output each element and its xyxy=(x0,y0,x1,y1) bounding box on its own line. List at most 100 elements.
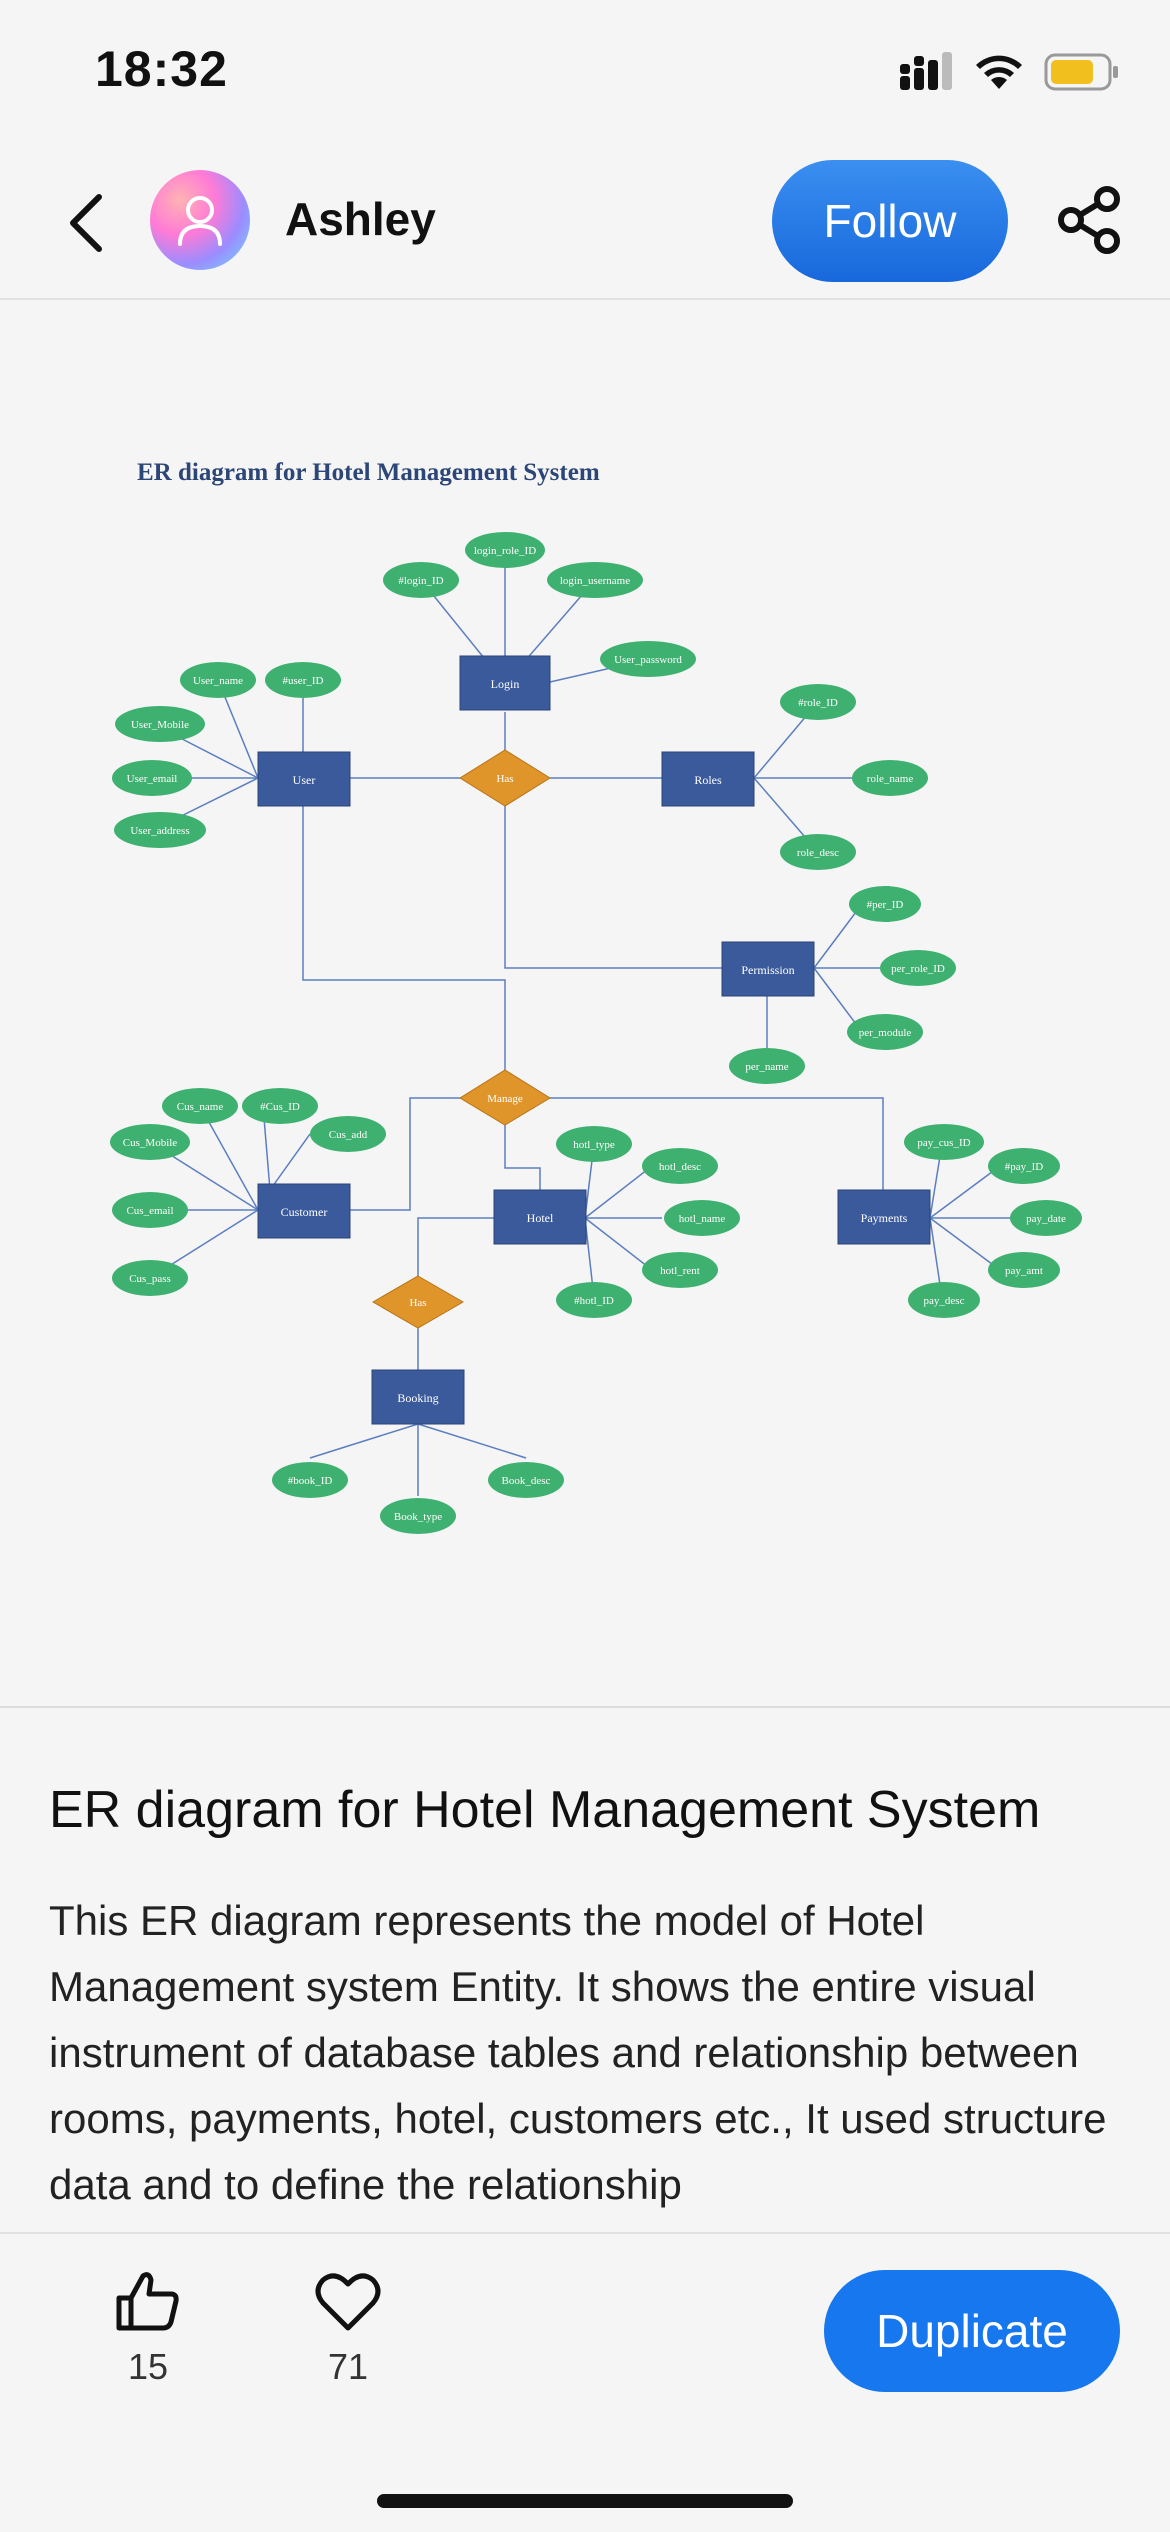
heart-icon xyxy=(315,2273,381,2331)
svg-text:Cus_name: Cus_name xyxy=(177,1101,224,1113)
share-icon xyxy=(1058,186,1120,254)
attr-login-role-id: login_role_ID xyxy=(465,532,545,568)
svg-text:User_address: User_address xyxy=(130,825,189,837)
svg-text:login_username: login_username xyxy=(560,575,630,587)
svg-text:Login: Login xyxy=(491,677,520,691)
attr-hotl-type: hotl_type xyxy=(556,1126,632,1162)
svg-text:Booking: Booking xyxy=(397,1391,438,1405)
attr-cus-pass: Cus_pass xyxy=(112,1260,188,1296)
attr-user-address: User_address xyxy=(114,812,206,848)
attr-user-id: #user_ID xyxy=(265,662,341,698)
entity-login: Login xyxy=(459,655,551,711)
avatar[interactable] xyxy=(150,170,250,270)
entity-roles: Roles xyxy=(661,751,755,807)
svg-text:Cus_Mobile: Cus_Mobile xyxy=(123,1137,178,1149)
er-diagram-image[interactable]: ER diagram for Hotel Management System xyxy=(0,302,1170,1708)
svg-text:Has: Has xyxy=(409,1297,426,1309)
entity-payments: Payments xyxy=(837,1189,931,1245)
svg-text:User_email: User_email xyxy=(127,773,178,785)
diagram-title: ER diagram for Hotel Management System xyxy=(137,459,600,486)
attr-pay-date: pay_date xyxy=(1010,1200,1082,1236)
svg-text:#pay_ID: #pay_ID xyxy=(1005,1161,1044,1173)
svg-text:User_name: User_name xyxy=(193,675,243,687)
follow-button[interactable]: Follow xyxy=(772,160,1008,282)
svg-text:Roles: Roles xyxy=(694,773,722,787)
home-indicator xyxy=(377,2494,793,2508)
attr-user-email: User_email xyxy=(112,760,192,796)
svg-text:User_Mobile: User_Mobile xyxy=(131,719,189,731)
attr-hotl-rent: hotl_rent xyxy=(642,1252,718,1288)
like-count: 15 xyxy=(127,2346,169,2387)
attr-book-type: Book_type xyxy=(380,1498,456,1534)
svg-text:hotl_desc: hotl_desc xyxy=(659,1161,701,1173)
svg-text:per_module: per_module xyxy=(859,1027,912,1039)
svg-text:Customer: Customer xyxy=(281,1205,328,1219)
username[interactable]: Ashley xyxy=(285,193,436,245)
attr-user-password: User_password xyxy=(600,641,696,677)
back-button[interactable] xyxy=(55,188,115,258)
svg-text:Book_type: Book_type xyxy=(394,1511,442,1523)
svg-text:#login_ID: #login_ID xyxy=(398,575,443,587)
svg-text:login_role_ID: login_role_ID xyxy=(474,545,536,557)
svg-text:User_password: User_password xyxy=(614,654,682,666)
status-icons xyxy=(898,52,1120,92)
duplicate-button[interactable]: Duplicate xyxy=(824,2270,1120,2392)
svg-text:#Cus_ID: #Cus_ID xyxy=(260,1101,300,1113)
svg-text:pay_date: pay_date xyxy=(1026,1213,1066,1225)
entity-user: User xyxy=(257,751,351,807)
attr-book-id: #book_ID xyxy=(272,1462,348,1498)
relationship-manage: Manage xyxy=(459,1069,551,1126)
attr-cus-add: Cus_add xyxy=(310,1116,386,1152)
svg-text:pay_amt: pay_amt xyxy=(1005,1265,1043,1277)
svg-text:per_role_ID: per_role_ID xyxy=(891,963,945,975)
svg-text:#book_ID: #book_ID xyxy=(288,1475,333,1487)
like-button[interactable]: 15 xyxy=(98,2270,198,2388)
svg-text:#role_ID: #role_ID xyxy=(798,697,838,709)
attr-user-name: User_name xyxy=(180,662,256,698)
attr-role-id: #role_ID xyxy=(780,684,856,720)
svg-text:Book_desc: Book_desc xyxy=(502,1475,551,1487)
attr-role-desc: role_desc xyxy=(780,834,856,870)
post-title: ER diagram for Hotel Management System xyxy=(49,1781,1041,1839)
attr-pay-amt: pay_amt xyxy=(988,1252,1060,1288)
share-button[interactable] xyxy=(1055,185,1125,255)
svg-text:Permission: Permission xyxy=(741,963,794,977)
profile-header: Ashley Follow xyxy=(0,150,1170,300)
er-diagram: ER diagram for Hotel Management System xyxy=(110,459,1082,1534)
svg-text:Has: Has xyxy=(496,773,513,785)
attr-pay-id: #pay_ID xyxy=(988,1148,1060,1184)
svg-text:User: User xyxy=(293,773,316,787)
svg-text:Cus_add: Cus_add xyxy=(329,1129,368,1141)
svg-text:per_name: per_name xyxy=(745,1061,788,1073)
attr-pay-desc: pay_desc xyxy=(908,1282,980,1318)
bottom-action-bar: 15 71 Duplicate xyxy=(0,2232,1170,2532)
svg-text:pay_desc: pay_desc xyxy=(924,1295,965,1307)
svg-text:pay_cus_ID: pay_cus_ID xyxy=(917,1137,970,1149)
svg-text:#per_ID: #per_ID xyxy=(867,899,904,911)
svg-text:hotl_rent: hotl_rent xyxy=(660,1265,700,1277)
attr-cus-email: Cus_email xyxy=(112,1192,188,1228)
user-icon xyxy=(178,196,222,246)
relationship-has-bottom: Has xyxy=(372,1275,464,1329)
post-description: This ER diagram represents the model of … xyxy=(49,1897,1107,2208)
attr-per-role-id: per_role_ID xyxy=(880,950,956,986)
entity-hotel: Hotel xyxy=(493,1189,587,1245)
entity-permission: Permission xyxy=(721,941,815,997)
svg-text:role_desc: role_desc xyxy=(797,847,839,859)
attr-cus-mobile: Cus_Mobile xyxy=(110,1124,190,1160)
svg-text:Hotel: Hotel xyxy=(527,1211,554,1225)
attr-hotl-id: #hotl_ID xyxy=(556,1282,632,1318)
svg-text:hotl_type: hotl_type xyxy=(573,1139,615,1151)
status-bar: 18:32 xyxy=(0,0,1170,150)
attr-cus-id: #Cus_ID xyxy=(242,1088,318,1124)
battery-icon xyxy=(1044,53,1118,91)
attr-per-module: per_module xyxy=(847,1014,923,1050)
thumbs-up-icon xyxy=(116,2272,179,2331)
status-time: 18:32 xyxy=(95,41,228,97)
favorite-button[interactable]: 71 xyxy=(298,2270,398,2388)
attr-role-name: role_name xyxy=(852,760,928,796)
attr-book-desc: Book_desc xyxy=(488,1462,564,1498)
svg-text:role_name: role_name xyxy=(867,773,914,785)
attr-per-name: per_name xyxy=(729,1048,805,1084)
relationship-has-top: Has xyxy=(459,749,551,807)
